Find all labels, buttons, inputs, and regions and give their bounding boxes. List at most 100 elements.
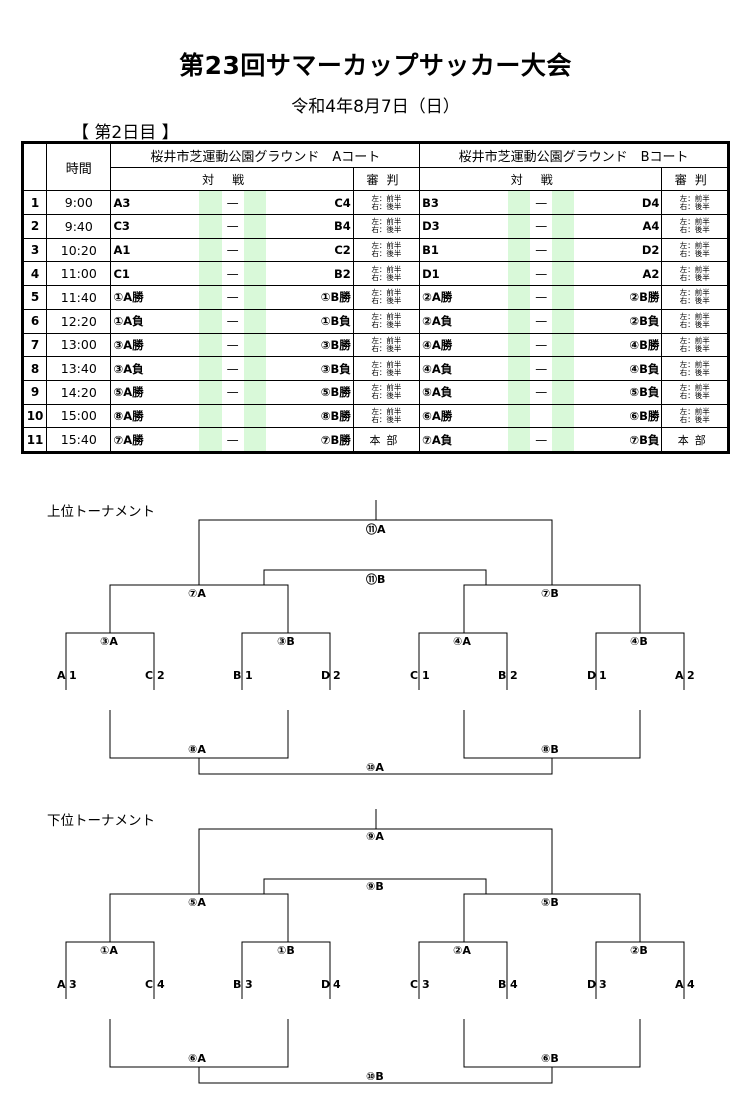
- header-court-a: 桜井市芝運動公園グラウンド Aコート: [110, 142, 421, 168]
- court-a-team-2: ⑧B勝: [265, 403, 354, 429]
- court-a-vs-dash: —: [221, 356, 244, 381]
- schedule-table: 時間 桜井市芝運動公園グラウンド Aコート 桜井市芝運動公園グラウンド Bコート…: [21, 141, 730, 454]
- ref-note-right: 右：後半: [371, 272, 402, 282]
- consol-right-label: ⑥B: [541, 1052, 559, 1065]
- court-b-green-cell: [508, 261, 531, 287]
- event-date: 令和4年8月7日（日）: [291, 97, 460, 117]
- team-number: 4: [510, 978, 518, 991]
- ref-note-right: 右：後半: [371, 225, 402, 235]
- court-a-team-2: ⑤B勝: [265, 379, 354, 405]
- semi-left-label: ⑦A: [188, 587, 206, 600]
- ref-note-right: 右：後半: [679, 296, 710, 306]
- consol-left-label: ⑧A: [188, 743, 206, 756]
- upper-tournament-label: 上位トーナメント: [47, 504, 155, 520]
- header-court-b: 桜井市芝運動公園グラウンド Bコート: [419, 142, 729, 168]
- ref-note-right: 右：後半: [371, 249, 402, 259]
- court-b-green-cell: [552, 379, 575, 405]
- court-a-vs-dash: —: [221, 308, 244, 334]
- court-b-green-cell: [508, 356, 531, 381]
- ref-header-b: 審判: [661, 166, 729, 192]
- court-b-green-cell: [552, 427, 575, 453]
- court-b-green-cell: [508, 332, 531, 358]
- court-a-team-1: ⑦A勝: [110, 427, 200, 453]
- court-b-team-2: D4: [574, 190, 663, 216]
- court-a-team-1: A3: [110, 190, 200, 216]
- court-b-green-cell: [552, 285, 575, 310]
- quarter-1-label: ①A: [100, 944, 118, 957]
- court-a-vs-dash: —: [221, 261, 244, 287]
- page-title: 第23回サマーカップサッカー大会: [179, 51, 572, 80]
- ref-note-right: 右：後半: [679, 320, 710, 330]
- court-b-green-cell: [508, 379, 531, 405]
- team-number: 1: [69, 669, 77, 682]
- court-a-team-1: ③A勝: [110, 332, 200, 358]
- bottom-final-label: ⑩A: [366, 761, 384, 774]
- match-number: 3: [21, 237, 48, 263]
- bottom-final-label: ⑩B: [366, 1070, 384, 1083]
- court-a-team-1: ⑧A勝: [110, 403, 200, 429]
- team-number: 3: [599, 978, 607, 991]
- court-a-vs-dash: —: [221, 285, 244, 310]
- ref-note-left: 左：前半: [679, 288, 710, 298]
- team-letter: D: [587, 669, 597, 682]
- court-b-green-cell: [508, 190, 531, 216]
- match-number: 5: [21, 285, 48, 310]
- semi-right: [463, 584, 641, 633]
- court-a-green-cell: [199, 285, 222, 310]
- quarter-4-label: ④B: [630, 635, 648, 648]
- court-a-team-2: ③B負: [265, 356, 354, 381]
- court-a-green-cell: [243, 356, 266, 381]
- quarter-3: [418, 632, 508, 690]
- court-a-team-2: ①B勝: [265, 285, 354, 310]
- match-number: 11: [21, 427, 48, 453]
- quarter-3-label: ②A: [453, 944, 471, 957]
- court-a-team-2: B2: [265, 261, 354, 287]
- court-b-team-2: ④B勝: [574, 332, 663, 358]
- court-b-green-cell: [552, 261, 575, 287]
- semi-right-label: ⑦B: [541, 587, 559, 600]
- bottom-final: [198, 1067, 553, 1084]
- semi-left: [109, 584, 289, 633]
- third-match-label: ⑪B: [366, 573, 386, 586]
- quarter-1: [65, 941, 155, 999]
- court-a-green-cell: [243, 427, 266, 453]
- team-number: 4: [687, 978, 695, 991]
- court-a-green-cell: [243, 379, 266, 405]
- ref-note-right: 右：後半: [371, 414, 402, 424]
- court-a-team-2: ⑦B勝: [265, 427, 354, 453]
- match-number: 2: [21, 214, 48, 239]
- court-a-green-cell: [199, 356, 222, 381]
- third-bracket: [263, 569, 487, 585]
- court-b-green-cell: [552, 403, 575, 429]
- team-letter: D: [321, 669, 331, 682]
- header-no: [21, 141, 48, 192]
- court-a-team-1: A1: [110, 237, 200, 263]
- team-letter: A: [57, 669, 66, 682]
- court-a-team-2: C2: [265, 237, 354, 263]
- semi-right-label: ⑤B: [541, 896, 559, 909]
- court-b-team-1: ④A負: [419, 356, 509, 381]
- ref-note-left: 左：前半: [679, 359, 710, 369]
- court-b-vs-dash: —: [530, 237, 553, 263]
- ref-note-right: 右：後半: [371, 391, 402, 401]
- ref-note-right: 右：後半: [679, 343, 710, 353]
- quarter-2: [241, 941, 331, 999]
- ref-note-left: 左：前半: [679, 383, 710, 393]
- ref-header-a: 審判: [352, 166, 421, 192]
- ref-note-left: 左：前半: [371, 359, 402, 369]
- court-a-referee: 左：前半右：後半: [352, 285, 421, 310]
- court-b-green-cell: [508, 427, 531, 453]
- court-b-team-2: ②B勝: [574, 285, 663, 310]
- ref-note-left: 左：前半: [371, 406, 402, 416]
- team-letter: C: [410, 978, 419, 991]
- quarter-3: [418, 941, 508, 999]
- court-a-team-1: ①A負: [110, 308, 200, 334]
- quarter-2-label: ①B: [277, 944, 295, 957]
- court-a-green-cell: [199, 237, 222, 263]
- team-letter: A: [57, 978, 66, 991]
- court-b-team-2: ⑥B勝: [574, 403, 663, 429]
- ref-note-left: 左：前半: [371, 335, 402, 345]
